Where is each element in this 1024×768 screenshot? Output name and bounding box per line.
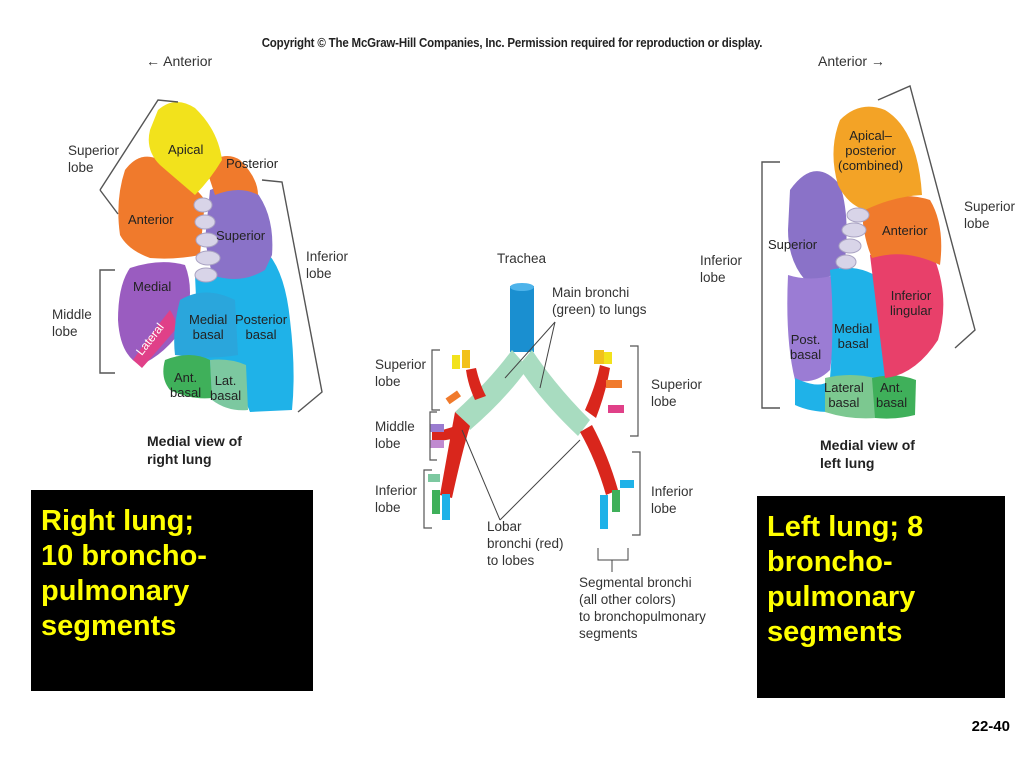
left-post-basal-segment bbox=[787, 275, 836, 382]
left-superior-segment bbox=[788, 171, 847, 281]
right-lung-callout: Right lung; 10 broncho- pulmonary segmen… bbox=[31, 490, 313, 691]
right-lung-anterior-direction: ← Anterior bbox=[146, 53, 213, 69]
bronchi-leader-lines bbox=[461, 321, 629, 572]
left-medial-basal-segment bbox=[830, 267, 889, 382]
right-superior-segment bbox=[205, 185, 273, 279]
left-hilum-bronchus bbox=[835, 207, 870, 270]
bronchi-lobe-brackets bbox=[423, 345, 641, 536]
right-medial-label: Medial bbox=[133, 279, 172, 294]
right-anterior-basal-segment bbox=[163, 355, 212, 399]
right-upper-lobar-bronchus bbox=[466, 368, 486, 400]
left-lung-lobe-brackets bbox=[761, 85, 976, 409]
left-anterior-label: Anterior bbox=[882, 223, 928, 238]
right-lateral-basal-label: Lat.basal bbox=[210, 373, 242, 403]
left-main-bronchus bbox=[518, 350, 590, 436]
slide-number: 22-40 bbox=[971, 718, 1010, 735]
right-superior-segment-label: Superior bbox=[216, 228, 266, 243]
right-anterior-label: Anterior bbox=[128, 212, 174, 227]
right-lateral-segment bbox=[133, 310, 176, 368]
right-lung-lobe-brackets bbox=[99, 99, 323, 413]
left-lower-lobar-bronchus bbox=[580, 425, 618, 495]
left-lung-anterior-direction: Anterior → bbox=[818, 53, 885, 69]
right-lateral-basal-segment bbox=[210, 359, 248, 411]
right-lung-illustration bbox=[99, 99, 323, 413]
left-post-basal-label: Post.basal bbox=[790, 332, 822, 362]
left-lateral-basal-segment bbox=[825, 375, 876, 419]
trachea-tube bbox=[510, 286, 534, 352]
right-medial-segment bbox=[118, 262, 190, 365]
right-medial-basal-segment bbox=[174, 292, 238, 358]
left-ant-basal-segment bbox=[872, 375, 916, 419]
right-apical-label: Apical bbox=[168, 142, 204, 157]
right-anterior-basal-label: Ant.basal bbox=[170, 370, 202, 400]
left-apical-posterior-label: Apical– posterior (combined) bbox=[838, 128, 904, 173]
left-anterior-segment bbox=[862, 196, 942, 265]
left-lung-callout: Left lung; 8 broncho- pulmonary segments bbox=[757, 496, 1005, 698]
left-inferior-lingular-segment bbox=[870, 251, 944, 378]
copyright-notice: Copyright © The McGraw-Hill Companies, I… bbox=[261, 36, 763, 50]
main-bronchi-label: Main bronchi(green) to lungs bbox=[552, 285, 647, 317]
right-posterior-label: Posterior bbox=[226, 156, 279, 171]
right-middle-lobar-bronchus bbox=[432, 425, 462, 442]
left-ant-basal-label: Ant.basal bbox=[876, 380, 908, 410]
right-main-bronchus bbox=[455, 350, 528, 430]
segmental-bronchi-label: Segmental bronchi (all other colors) to … bbox=[579, 575, 706, 641]
left-upper-lobar-bronchus bbox=[585, 365, 610, 418]
left-lung-illustration bbox=[761, 85, 976, 419]
lobar-bronchi-label: Lobar bronchi (red) to lobes bbox=[487, 519, 564, 568]
right-hilum-bronchus bbox=[193, 197, 221, 283]
left-apical-posterior-segment bbox=[833, 106, 922, 210]
left-superior-segment-label: Superior bbox=[768, 237, 818, 252]
bronchial-tree bbox=[423, 283, 641, 572]
right-apical-segment bbox=[148, 101, 222, 195]
left-basal-bottom-segment bbox=[795, 378, 830, 412]
trachea-label: Trachea bbox=[497, 251, 547, 266]
right-lower-lobar-bronchus bbox=[440, 412, 470, 498]
